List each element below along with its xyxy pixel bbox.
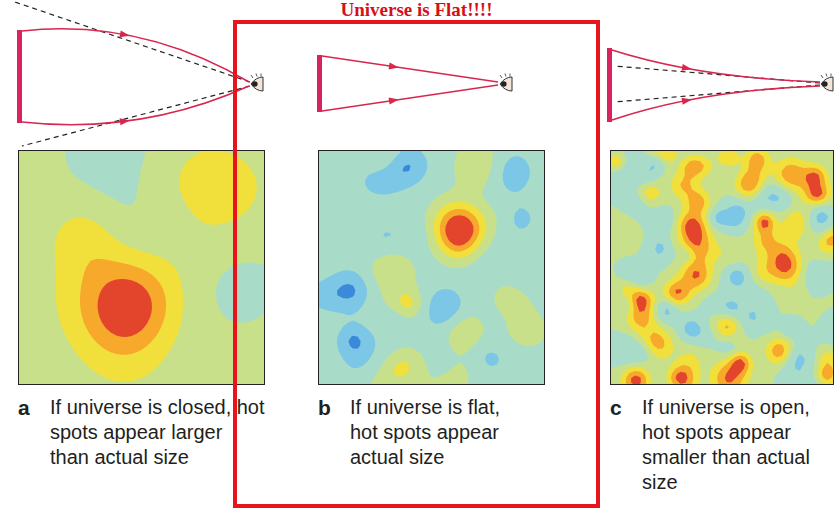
caption-text: If universe is open, hot spots appear sm… [642,395,834,495]
ray-arrowhead [681,96,692,105]
cmb-map [318,150,545,385]
eye-lashes [251,74,261,79]
ray-arrowhead [389,96,400,104]
map-frame [611,151,834,385]
text-slot: c [610,395,622,420]
map-band [318,150,545,385]
map-band [626,153,834,385]
ray-arrowhead [389,62,400,70]
text-slot: If universe is flat, hot spots appear ac… [350,395,510,470]
map-band [18,150,265,385]
eye-outline [251,77,263,91]
map-band [610,150,834,385]
text-slot: b [318,395,331,420]
light-ray [322,56,498,82]
panel-letter: a [18,395,30,420]
eye-outline [821,77,833,91]
map-band [445,215,473,245]
map-band [440,209,480,252]
map-band [18,150,265,385]
heading-text: Universe is Flat!!!! [237,0,596,20]
eye-outline [500,77,512,91]
cmb-map [18,150,265,385]
flat-ray-diagram [317,55,512,112]
map-bands [318,150,545,385]
light-ray [22,29,249,82]
light-ray [22,86,249,125]
map-band [18,150,265,385]
closed-ray-diagram [12,1,263,146]
map-band [318,150,545,385]
map-band [98,279,152,337]
eye-icon [821,74,833,92]
ray-arrowhead [119,30,130,39]
highlight-box: Universe is Flat!!!!bIf universe is flat… [233,20,600,508]
map-band [610,150,834,385]
map-band [610,150,834,385]
eye-lashes [500,74,510,79]
text-slot: If universe is closed, hot spots appear … [50,395,265,470]
eye-pupil [252,81,258,87]
source-bar [317,55,322,112]
dashed-sightline [22,86,250,146]
source-bar [17,30,22,123]
caption-text: If universe is closed, hot spots appear … [50,395,265,470]
map-frame [319,151,545,385]
eye-pupil [822,81,828,87]
source-bar [607,48,612,122]
cmb-maps [18,150,838,390]
cmb-map [610,150,834,385]
ray-arrowhead [120,117,131,125]
eye-icon [251,74,263,92]
light-ray [612,50,820,82]
light-ray [322,85,498,111]
map-band [610,150,834,385]
map-bands [18,150,265,385]
map-band [18,150,265,385]
eye-lashes [821,74,831,79]
text-slot: If universe is open, hot spots appear sm… [642,395,834,495]
panel-letter: c [610,395,622,420]
text-slot: a [18,395,30,420]
dashed-sightline [12,1,250,82]
open-ray-diagram [607,48,833,122]
map-band [394,201,486,376]
map-frame [19,151,265,385]
light-ray [612,86,820,120]
caption-text: If universe is flat, hot spots appear ac… [350,395,510,470]
map-bands [610,150,834,385]
map-band [631,172,822,385]
map-band [610,150,834,385]
map-band [318,150,545,385]
eye-icon [500,74,512,92]
text-slot: Universe is Flat!!!! [237,0,596,20]
ray-arrowhead [681,64,692,73]
map-band [80,259,166,355]
eye-pupil [501,81,507,87]
map-band [610,150,834,385]
map-band [55,150,257,382]
panel-letter: b [318,395,331,420]
map-band [369,150,545,385]
map-band [318,150,545,385]
map-band [18,150,265,385]
